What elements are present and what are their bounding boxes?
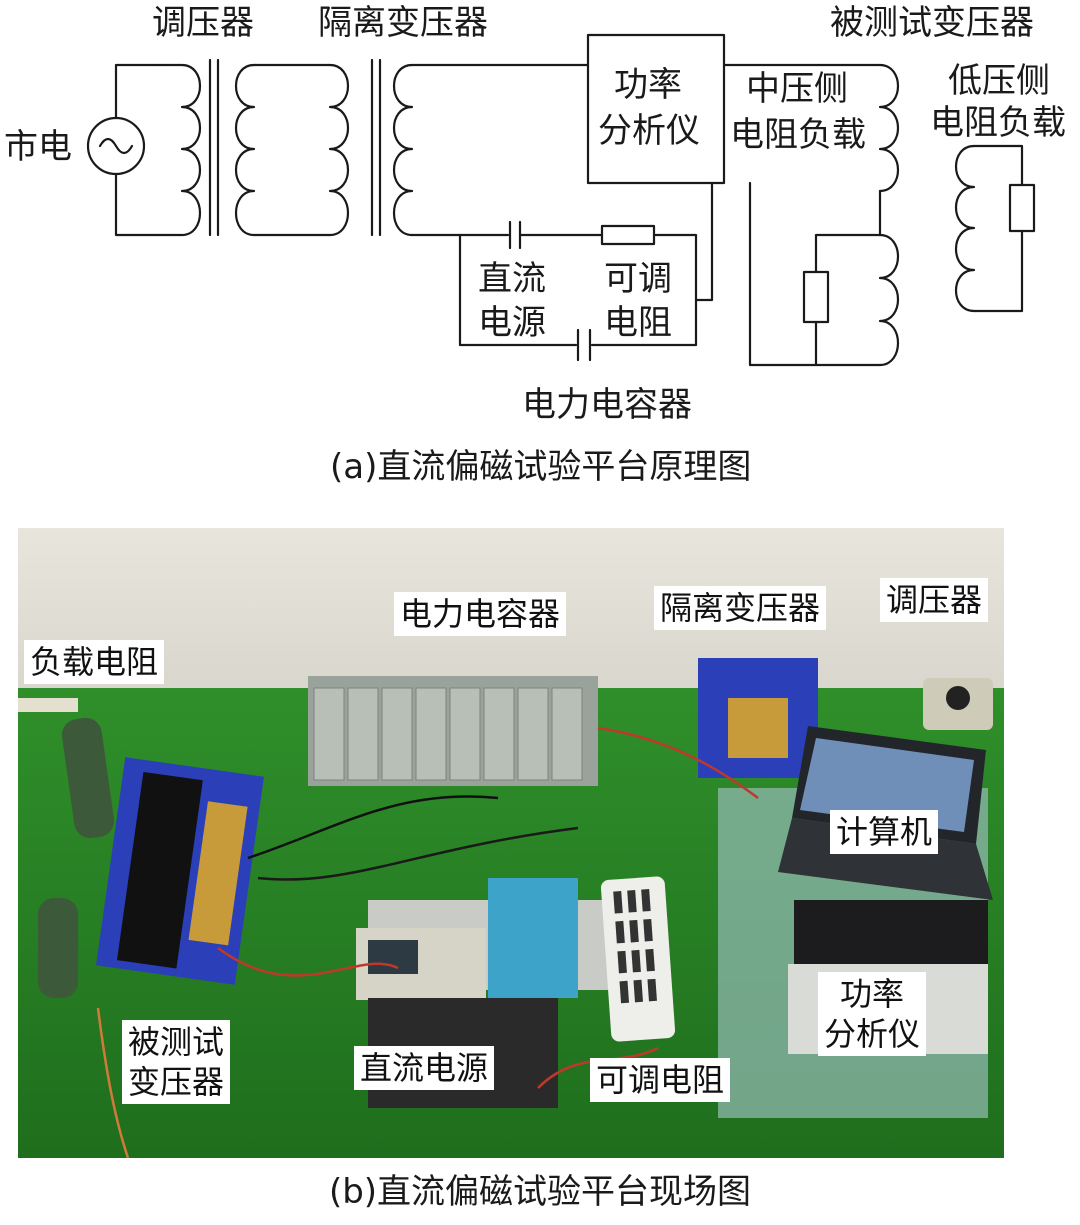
mv-load-resistor (802, 233, 882, 367)
label-test-transformer: 被测试变压器 (830, 3, 1034, 43)
lab-photo: 负载电阻 电力电容器 隔离变压器 调压器 计算机 被测试 变压器 直流电源 可调… (18, 528, 1004, 1158)
photo-tag-computer: 计算机 (830, 810, 939, 854)
label-grid: 市电 (4, 127, 72, 167)
isolation-transformer-primary (234, 58, 382, 237)
label-lv-load-2: 电阻负载 (930, 103, 1066, 143)
photo-tag-power-analyzer: 功率 分析仪 (818, 972, 927, 1056)
label-regulator: 调压器 (152, 3, 254, 43)
adjustable-resistor-device (600, 876, 676, 1042)
label-mv-load-2: 电阻负载 (730, 115, 866, 155)
label-capacitor: 电力电容器 (522, 385, 692, 425)
photo-tag-dc-source: 直流电源 (354, 1046, 495, 1090)
photo-tag-load-resistor: 负载电阻 (24, 640, 165, 684)
photo-tag-isolation-transformer: 隔离变压器 (654, 586, 827, 630)
label-dc-source-2: 电源 (478, 303, 546, 343)
adjustable-resistor-symbol (600, 224, 656, 246)
label-adj-resistor-2: 电阻 (604, 303, 672, 343)
isolation-transformer-secondary (392, 63, 590, 347)
voltage-regulator-device (923, 678, 993, 730)
photo-tag-adj-resistor: 可调电阻 (590, 1058, 731, 1102)
label-dc-source-1: 直流 (478, 259, 546, 299)
label-mv-load-1: 中压侧 (746, 69, 848, 109)
photo-tag-regulator: 调压器 (880, 578, 989, 622)
mv-coil (878, 63, 900, 367)
photo-tag-power-capacitor: 电力电容器 (394, 592, 567, 636)
label-adj-resistor-1: 可调 (604, 259, 672, 299)
capacitor-symbol (576, 328, 592, 362)
test-transformer (96, 757, 264, 985)
ac-source-symbol (86, 63, 162, 237)
power-analyzer-box (586, 33, 726, 185)
load-resistor (18, 698, 115, 998)
label-power-analyzer-1: 功率 (614, 65, 682, 105)
isolation-transformer-device (698, 658, 818, 778)
label-lv-load-1: 低压侧 (948, 61, 1050, 101)
lv-coil (954, 144, 1036, 313)
label-power-analyzer-2: 分析仪 (598, 111, 700, 151)
capacitor-bank (308, 676, 598, 786)
schematic-diagram: 市电 调压器 隔离变压器 被测试变压器 功率 分析仪 中压侧 电阻负载 低压侧 … (4, 3, 1066, 487)
dc-source-symbol (458, 220, 604, 250)
caption-b: (b)直流偏磁试验平台现场图 (328, 1172, 752, 1212)
label-isolation-transformer: 隔离变压器 (318, 3, 488, 43)
photo-tag-test-transformer: 被测试 变压器 (122, 1020, 231, 1104)
caption-a: (a)直流偏磁试验平台原理图 (330, 447, 751, 487)
regulator-coil (158, 58, 220, 237)
